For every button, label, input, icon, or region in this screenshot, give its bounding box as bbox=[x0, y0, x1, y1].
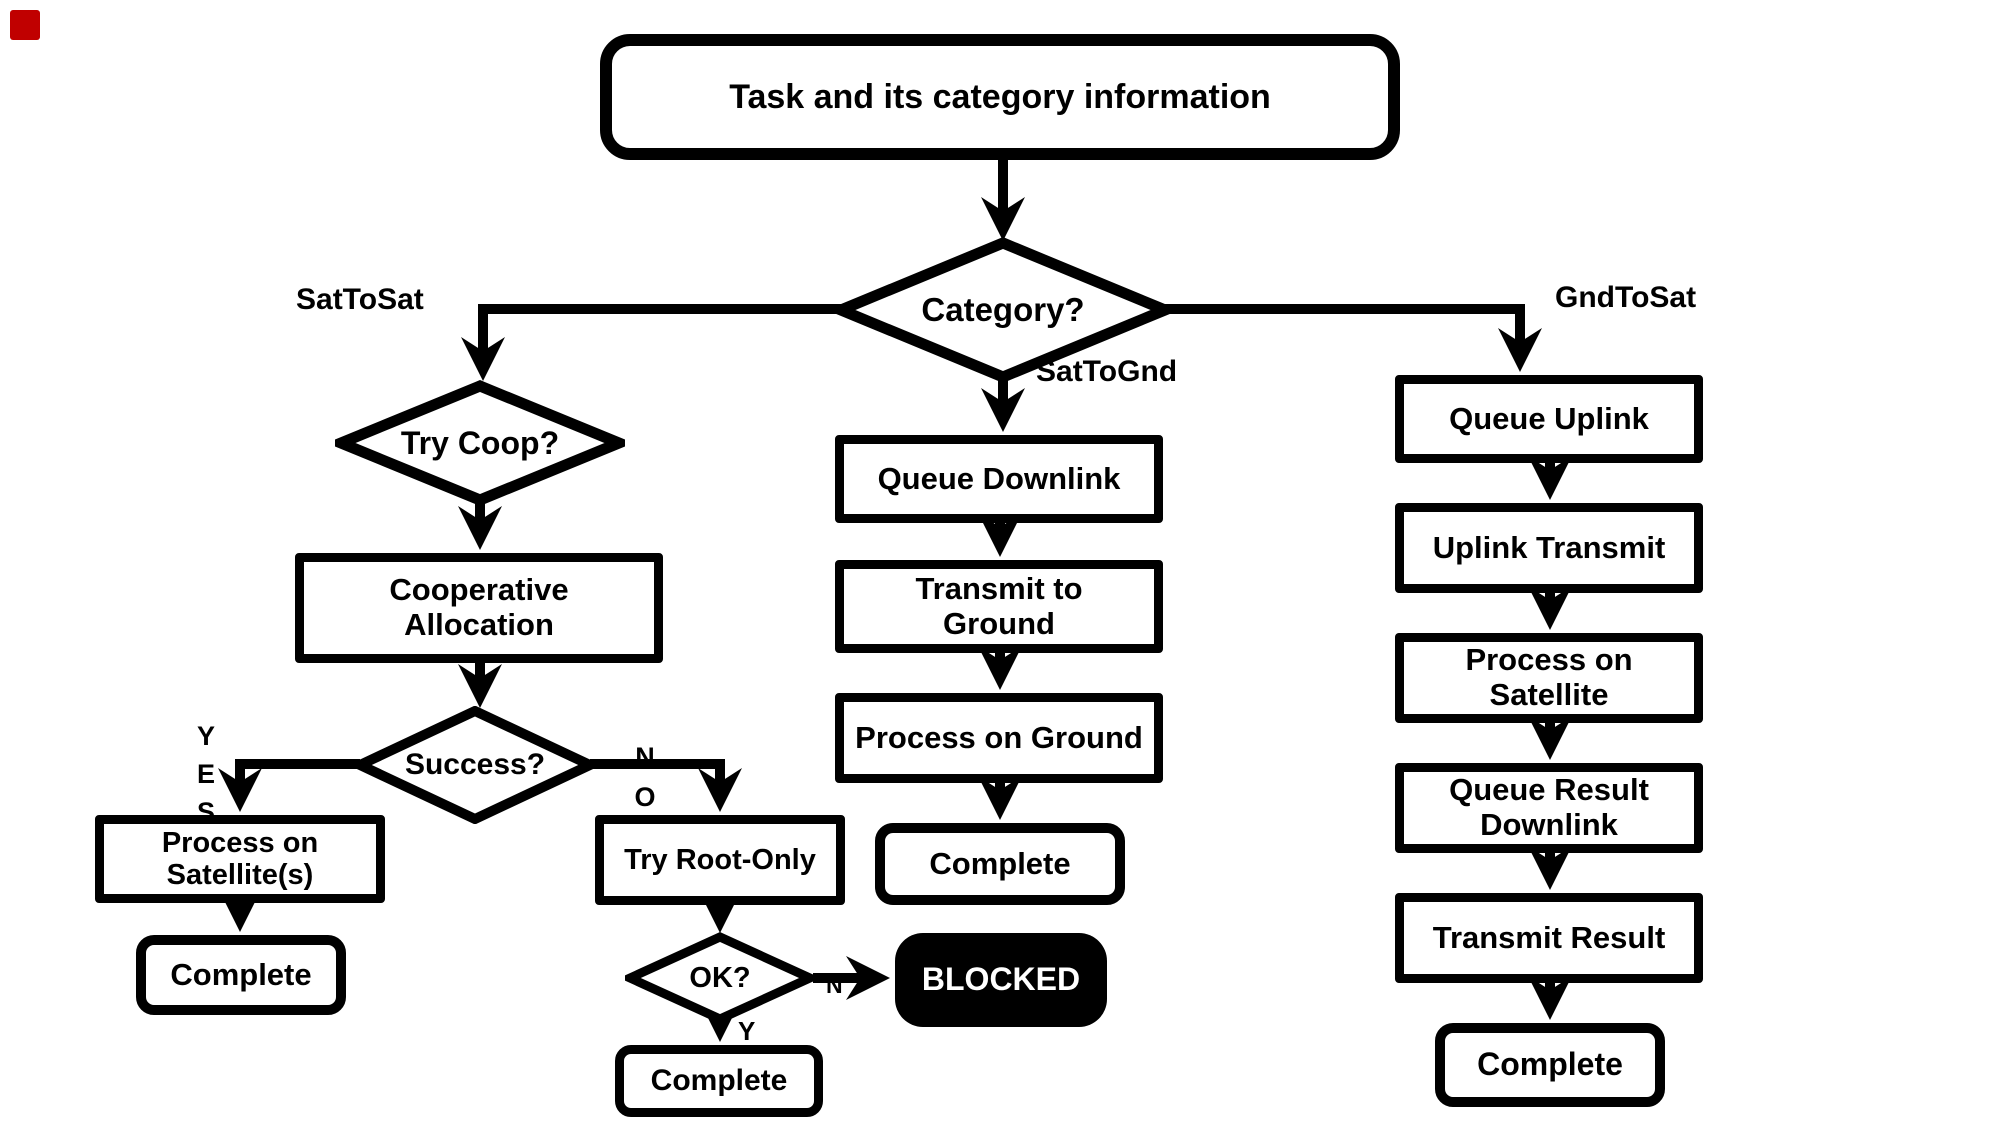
category-decision-label: Category? bbox=[921, 291, 1085, 328]
blocked-node: BLOCKED bbox=[895, 933, 1107, 1027]
process-on-satellite-node: Process on Satellite bbox=[1395, 633, 1703, 723]
edge-category-sattosat bbox=[460, 304, 848, 382]
complete-ground-node: Complete bbox=[875, 823, 1125, 905]
transmit-to-ground-label: Transmit to Ground bbox=[915, 570, 1083, 641]
queue-result-downlink-label: Queue Result Downlink bbox=[1449, 772, 1649, 842]
process-on-satellites-label: Process on Satellite(s) bbox=[161, 826, 319, 891]
try-root-only-label: Try Root-Only bbox=[624, 843, 816, 876]
success-decision-label: Success? bbox=[404, 748, 546, 781]
edge-success-no bbox=[590, 759, 743, 813]
complete-left-label: Complete bbox=[170, 956, 312, 992]
complete-root-node: Complete bbox=[615, 1045, 823, 1117]
complete-left-node: Complete bbox=[136, 935, 346, 1015]
queue-uplink-label: Queue Uplink bbox=[1449, 400, 1649, 436]
queue-result-downlink-node: Queue Result Downlink bbox=[1395, 763, 1703, 853]
edge-category-gndtosat bbox=[1162, 304, 1543, 373]
edge-label-no: NO bbox=[634, 742, 656, 812]
blocked-label: BLOCKED bbox=[921, 961, 1081, 998]
ok-decision: OK? bbox=[625, 932, 815, 1024]
queue-uplink-node: Queue Uplink bbox=[1395, 375, 1703, 463]
queue-downlink-label: Queue Downlink bbox=[877, 460, 1121, 496]
branch-label-sattosat: SatToSat bbox=[296, 283, 424, 316]
process-on-satellites-node: Process on Satellite(s) bbox=[95, 815, 385, 903]
cooperative-allocation-node: Cooperative Allocation bbox=[295, 553, 663, 663]
queue-downlink-node: Queue Downlink bbox=[835, 435, 1163, 523]
try-coop-decision: Try Coop? bbox=[335, 380, 625, 506]
complete-ground-label: Complete bbox=[929, 845, 1071, 881]
ok-decision-label: OK? bbox=[689, 961, 751, 994]
transmit-result-node: Transmit Result bbox=[1395, 893, 1703, 983]
branch-label-gndtosat: GndToSat bbox=[1555, 281, 1697, 314]
transmit-to-ground-node: Transmit to Ground bbox=[835, 560, 1163, 653]
complete-uplink-node: Complete bbox=[1435, 1023, 1665, 1107]
cooperative-allocation-label: Cooperative Allocation bbox=[389, 572, 569, 642]
success-decision: Success? bbox=[355, 706, 595, 824]
corner-marker bbox=[10, 10, 40, 40]
uplink-transmit-node: Uplink Transmit bbox=[1395, 503, 1703, 593]
transmit-result-label: Transmit Result bbox=[1432, 919, 1666, 955]
try-root-only-node: Try Root-Only bbox=[595, 815, 845, 905]
branch-label-sattognd: SatToGnd bbox=[1036, 355, 1178, 388]
try-coop-decision-label: Try Coop? bbox=[400, 424, 560, 461]
process-on-satellite-label: Process on Satellite bbox=[1465, 642, 1633, 712]
edge-success-yes bbox=[217, 759, 360, 813]
complete-root-label: Complete bbox=[650, 1064, 788, 1098]
uplink-transmit-label: Uplink Transmit bbox=[1432, 529, 1666, 565]
edge-label-yes: YES bbox=[196, 721, 215, 827]
process-on-ground-node: Process on Ground bbox=[835, 693, 1163, 783]
edge-label-y: Y bbox=[738, 1016, 756, 1046]
complete-uplink-label: Complete bbox=[1477, 1046, 1623, 1083]
start-node: Task and its category information bbox=[600, 34, 1400, 160]
start-node-label: Task and its category information bbox=[729, 77, 1271, 116]
category-decision: Category? bbox=[835, 237, 1171, 383]
process-on-ground-label: Process on Ground bbox=[855, 719, 1143, 755]
edge-label-n: N bbox=[826, 972, 843, 998]
